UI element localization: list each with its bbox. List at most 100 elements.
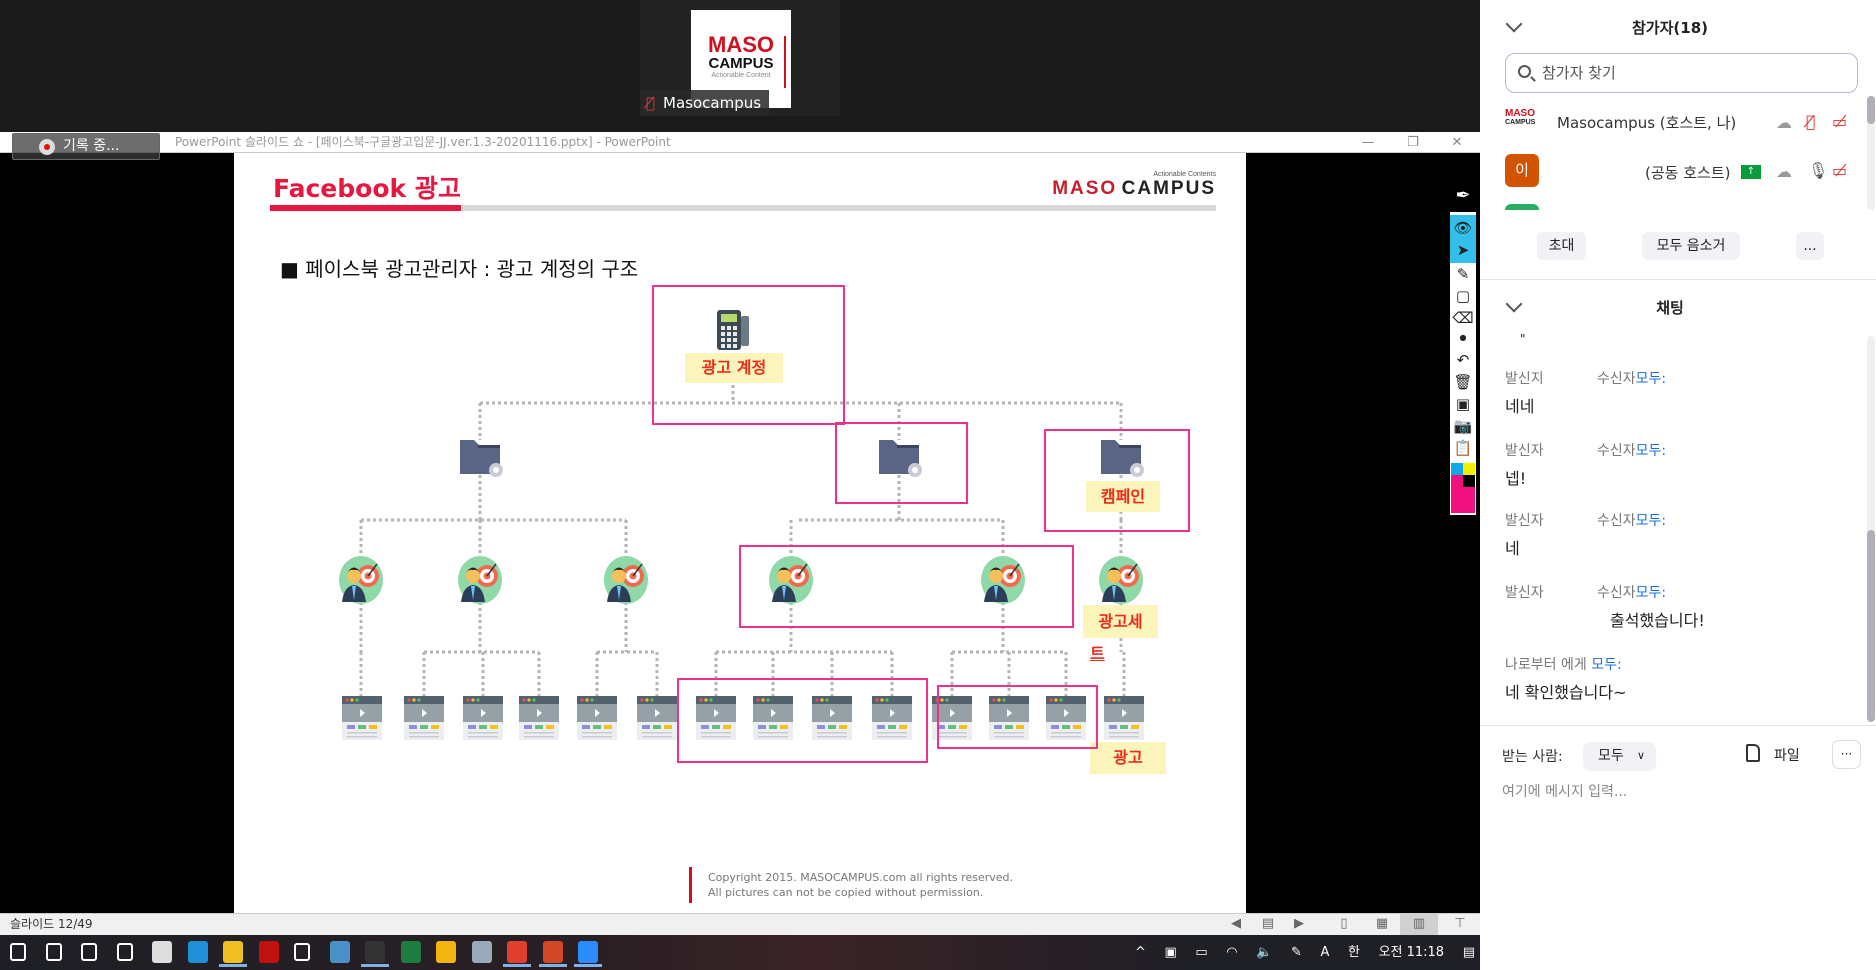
file-icon[interactable] [1746, 744, 1760, 762]
ad-creative-icon [812, 696, 852, 740]
video-tile[interactable]: MASO CAMPUS Actionable Content 🎙̸ Masoca… [640, 0, 840, 116]
tray-expand-icon[interactable]: ^ [1135, 945, 1146, 960]
system-tray: ^ ▣ ▭ ◠ 🔈 ✎ A 한 오전 11:18 ▤ [1135, 935, 1475, 970]
color-cyan[interactable] [1451, 463, 1463, 475]
prev-slide-button[interactable]: ◀ [1231, 916, 1241, 931]
recording-indicator[interactable]: 기록 중... [12, 133, 160, 160]
trash-icon[interactable]: 🗑 [1453, 373, 1473, 391]
taskbar-explorer-icon[interactable] [223, 941, 243, 963]
adset-target-person-icon [339, 556, 383, 604]
eraser-icon[interactable]: ⌫ [1452, 309, 1474, 327]
recipient-link[interactable]: 모두: [1635, 585, 1667, 601]
taskbar-edge-icon[interactable] [187, 941, 208, 963]
pen-icon[interactable]: ✎ [1291, 945, 1302, 960]
taskbar-chrome-icon[interactable] [507, 941, 527, 963]
next-slide-button[interactable]: ▶ [1294, 916, 1304, 931]
participants-scroll-thumb[interactable] [1867, 96, 1875, 124]
mute-all-button[interactable]: 모두 음소거 [1642, 232, 1740, 260]
taskbar-64-icon[interactable] [258, 941, 279, 963]
recipient-value: 모두 [1598, 748, 1624, 764]
reading-view-button[interactable]: ▥ [1400, 913, 1438, 935]
slide-sorter-button[interactable]: ▦ [1375, 916, 1389, 931]
recipient-link[interactable]: 모두: [1635, 443, 1667, 459]
recipient-link[interactable]: 모두: [1591, 657, 1622, 673]
logo-text: CAMPUS [708, 55, 774, 72]
normal-view-button[interactable]: ▯ [1340, 916, 1348, 931]
close-button[interactable]: ✕ [1451, 135, 1463, 150]
minimize-button[interactable]: — [1361, 135, 1375, 150]
wifi-icon[interactable]: ◠ [1226, 945, 1238, 960]
ad-creative-icon [932, 696, 972, 740]
undo-icon[interactable]: ↶ [1456, 351, 1470, 369]
recipient-label: 수신자 [1597, 513, 1636, 529]
taskbar-zoom-icon[interactable] [578, 941, 598, 963]
taskbar-powerbi-icon[interactable] [436, 941, 456, 963]
more-button[interactable]: ... [1796, 232, 1824, 260]
chat-message-input[interactable]: 여기에 메시지 입력... [1502, 784, 1628, 800]
chat-message: 네 확인했습니다~ [1505, 683, 1627, 702]
taskbar-store-icon[interactable] [152, 941, 172, 963]
meeting-icon[interactable]: ▣ [1164, 945, 1177, 960]
eye-icon[interactable]: 👁 [1453, 219, 1473, 237]
input-mode[interactable]: A [1320, 945, 1330, 960]
color-yellow[interactable] [1463, 463, 1475, 475]
taskbar-cortana-icon[interactable] [81, 943, 97, 961]
restore-button[interactable]: ❐ [1407, 135, 1419, 150]
chat-header: 채팅 [1656, 299, 1684, 317]
campaign-folder-icon [879, 440, 922, 477]
notifications-icon[interactable]: ▤ [1462, 945, 1475, 960]
taskbar-search-icon[interactable] [45, 943, 62, 961]
logo-maso: MASO [1052, 178, 1118, 199]
taskbar-notes-icon[interactable] [471, 941, 492, 963]
logo-tagline: Actionable Contents [1153, 171, 1216, 178]
camera-icon[interactable]: 📷 [1453, 417, 1473, 435]
taskbar-start-icon[interactable] [10, 943, 26, 961]
taskbar-task-view-icon[interactable] [116, 943, 133, 961]
video-off-icon[interactable]: ▭̸ [1832, 161, 1848, 180]
board-icon[interactable]: ▣ [1455, 395, 1471, 413]
slide-menu-button[interactable]: ▤ [1261, 916, 1275, 931]
copyright-line: Copyright 2015. MASOCAMPUS.com all right… [708, 871, 1013, 884]
slide-subtitle: ■ 페이스북 광고관리자 : 광고 계정의 구조 [280, 257, 639, 281]
chat-scrollbar[interactable] [1867, 336, 1875, 722]
invite-button[interactable]: 초대 [1537, 232, 1586, 260]
mic-icon[interactable]: 🎙 [1808, 161, 1829, 180]
recipient-dropdown[interactable]: 모두∨ [1583, 742, 1656, 771]
taskbar-excel-icon[interactable] [400, 941, 421, 963]
ime-indicator[interactable]: 한 [1348, 945, 1360, 960]
recipient-label: 받는 사람: [1502, 749, 1563, 765]
taskbar-settings-icon[interactable] [294, 943, 310, 961]
participants-scrollbar[interactable] [1867, 96, 1875, 210]
sender: 발신자 [1505, 513, 1544, 529]
pointer-icon[interactable]: ➤ [1456, 241, 1470, 259]
video-off-icon[interactable]: ▭̸ [1832, 112, 1848, 131]
taskbar-remote-icon[interactable] [329, 941, 350, 963]
clock[interactable]: 오전 11:18 [1378, 945, 1445, 960]
participant-search-input[interactable]: 참가자 찾기 [1505, 53, 1858, 93]
taskbar-maps-icon[interactable] [365, 941, 385, 963]
pen-tool-icon[interactable]: ✒ [1455, 185, 1471, 206]
recipient-link[interactable]: 모두: [1635, 513, 1667, 529]
running-indicator [503, 964, 531, 967]
diagram-connectors [359, 385, 1126, 696]
slideshow-button[interactable]: ⊤ [1454, 916, 1466, 931]
rectangle-icon[interactable]: ▢ [1455, 287, 1471, 305]
highlighter-icon[interactable]: ✎ [1456, 265, 1470, 283]
dot-icon[interactable]: ● [1459, 333, 1467, 342]
chat-more-button[interactable]: ··· [1832, 740, 1861, 769]
recipient-link[interactable]: 모두: [1635, 371, 1667, 387]
taskbar-powerpoint-icon[interactable] [542, 941, 563, 963]
battery-icon[interactable]: ▭ [1195, 945, 1208, 960]
color-black[interactable] [1463, 475, 1475, 487]
file-button[interactable]: 파일 [1774, 748, 1800, 764]
annotation-highlight-box [677, 678, 928, 763]
volume-icon[interactable]: 🔈 [1256, 945, 1273, 960]
participant-row[interactable]: 이 (공동 호스트) ↑ ☁ 🎙 ▭̸ [1480, 152, 1860, 192]
logo-text: MASO [708, 32, 774, 57]
clipboard-icon[interactable]: 📋 [1453, 439, 1473, 457]
chat-scroll-thumb[interactable] [1867, 530, 1875, 722]
mic-muted-icon[interactable]: 🎙̸ [1806, 112, 1816, 131]
annotation-highlight-box [937, 685, 1098, 749]
